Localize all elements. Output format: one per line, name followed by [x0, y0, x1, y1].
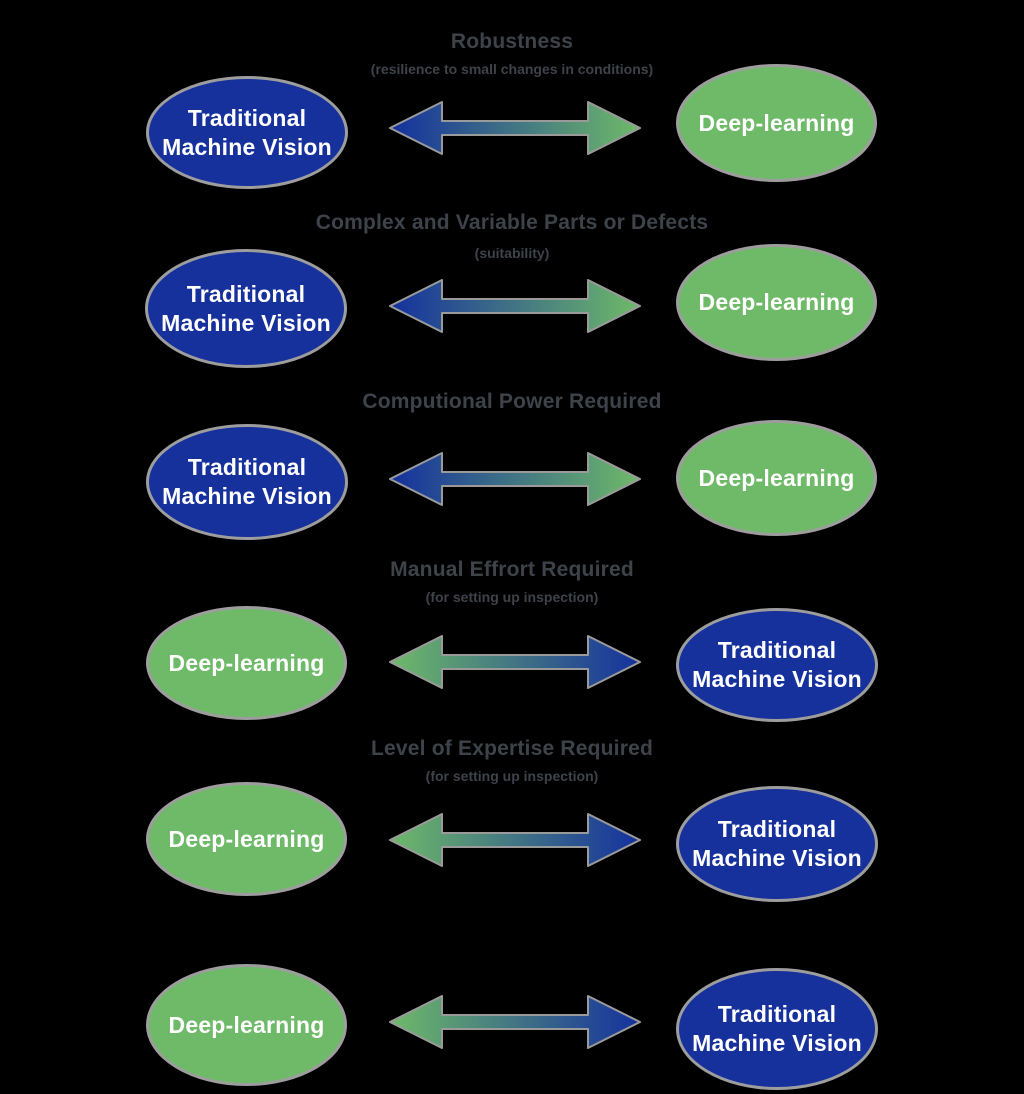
double-arrow-icon [389, 452, 641, 506]
ellipse-traditional-machine-vision: Traditional Machine Vision [676, 608, 878, 722]
row-title-robustness: Robustness [450, 30, 574, 53]
ellipse-traditional-machine-vision: Traditional Machine Vision [676, 786, 878, 902]
ellipse-deep-learning: Deep-learning [146, 782, 347, 896]
ellipse-traditional-machine-vision: Traditional Machine Vision [676, 968, 878, 1090]
ellipse-deep-learning: Deep-learning [146, 606, 347, 720]
double-arrow-icon [389, 635, 641, 689]
ellipse-traditional-machine-vision: Traditional Machine Vision [146, 76, 348, 189]
ellipse-label: Deep-learning [168, 649, 325, 676]
ellipse-label: Traditional Machine Vision [161, 280, 331, 336]
double-arrow-icon [389, 995, 641, 1049]
ellipse-label: Deep-learning [168, 825, 325, 852]
row-title-manual-effort: Manual Effrort Required [390, 558, 634, 581]
row-title-computional-power: Computional Power Required [362, 390, 662, 413]
ellipse-label: Traditional Machine Vision [692, 816, 862, 871]
ellipse-label: Traditional Machine Vision [162, 104, 332, 160]
row-subtitle-complex-parts: (suitability) [474, 245, 550, 261]
ellipse-label: Deep-learning [698, 289, 855, 316]
row-subtitle-level-of-expertise: (for setting up inspection) [425, 768, 599, 784]
row-subtitle-manual-effort: (for setting up inspection) [425, 589, 599, 605]
ellipse-label: Traditional Machine Vision [692, 1001, 862, 1056]
ellipse-deep-learning: Deep-learning [676, 420, 877, 536]
ellipse-traditional-machine-vision: Traditional Machine Vision [146, 424, 348, 540]
row-title-complex-parts: Complex and Variable Parts or Defects [315, 211, 709, 234]
double-arrow-icon [389, 101, 641, 155]
ellipse-label: Traditional Machine Vision [162, 454, 332, 509]
ellipse-deep-learning: Deep-learning [676, 64, 877, 182]
double-arrow-icon [389, 279, 641, 333]
ellipse-deep-learning: Deep-learning [676, 244, 877, 361]
ellipse-label: Deep-learning [698, 464, 855, 491]
ellipse-label: Traditional Machine Vision [692, 637, 862, 692]
double-arrow-icon [389, 813, 641, 867]
row-subtitle-robustness: (resilience to small changes in conditio… [370, 61, 654, 77]
ellipse-label: Deep-learning [698, 109, 855, 136]
ellipse-label: Deep-learning [168, 1011, 325, 1038]
row-title-level-of-expertise: Level of Expertise Required [371, 737, 653, 760]
ellipse-traditional-machine-vision: Traditional Machine Vision [145, 249, 347, 368]
ellipse-deep-learning: Deep-learning [146, 964, 347, 1086]
